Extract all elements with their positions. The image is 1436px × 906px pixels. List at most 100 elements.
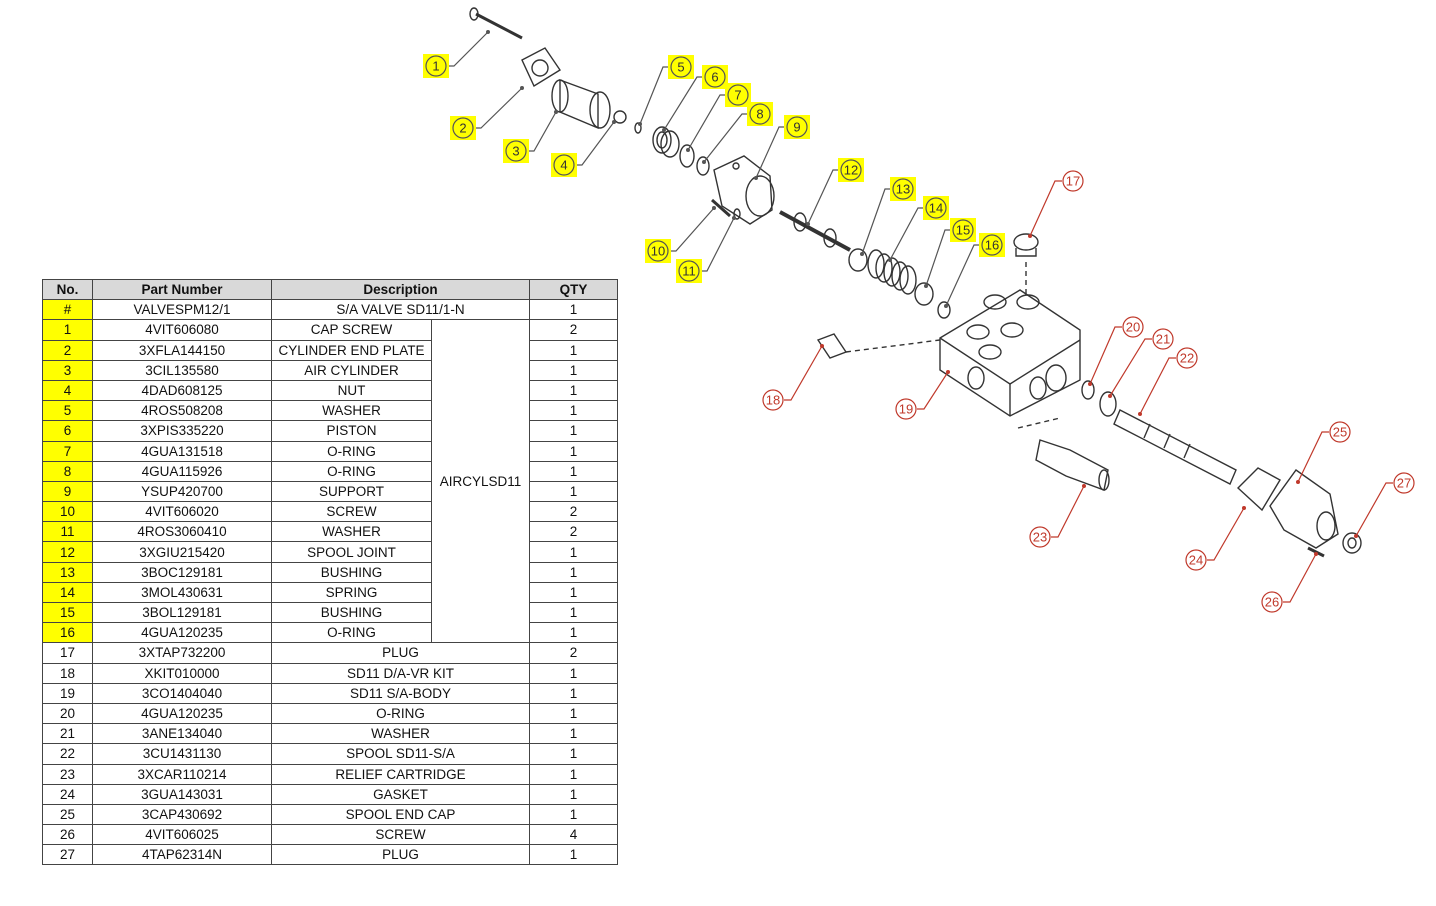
callout-leader-line <box>1297 431 1329 483</box>
callout-arrowhead <box>732 216 736 220</box>
callout-highlight <box>950 218 976 242</box>
callout-circle <box>1185 549 1207 571</box>
description: SUPPORT <box>271 480 432 503</box>
part-cap-screw <box>469 7 523 40</box>
callout-label: 17 <box>1066 174 1080 189</box>
quantity: 1 <box>529 339 619 361</box>
callout-circle <box>1261 591 1283 613</box>
callout-highlight <box>668 55 694 79</box>
callout-circle <box>727 84 749 106</box>
callout-circle <box>895 398 917 420</box>
quantity: 2 <box>529 642 619 664</box>
quantity: 1 <box>529 662 619 684</box>
callout-circle <box>892 178 914 200</box>
part-number: 3CO1404040 <box>92 682 272 704</box>
callout-highlight <box>551 153 577 177</box>
part-valve-body <box>939 289 1081 429</box>
part-number: YSUP420700 <box>92 480 272 503</box>
callout-circle <box>786 116 808 138</box>
callout-circle <box>505 140 527 162</box>
callout-circle <box>647 240 669 262</box>
description: O-RING <box>271 622 432 644</box>
row-number: 1 <box>42 319 93 341</box>
row-number: 26 <box>42 824 93 846</box>
part-number: 4VIT606080 <box>92 319 272 341</box>
callout-18: 18 <box>762 344 824 411</box>
callout-20: 20 <box>1088 316 1144 386</box>
callout-arrowhead <box>702 160 706 164</box>
row-number: 13 <box>42 561 93 583</box>
callout-circle <box>840 159 862 181</box>
callout-circle <box>553 154 575 176</box>
callout-label: 20 <box>1126 320 1140 335</box>
row-number: 18 <box>42 662 93 684</box>
callout-label: 11 <box>682 264 696 279</box>
callout-circle <box>1062 170 1084 192</box>
callout-26: 26 <box>1261 552 1318 613</box>
header-description: Description <box>270 278 531 301</box>
callout-label: 9 <box>793 120 800 135</box>
row-number: 2 <box>42 339 93 361</box>
quantity: 1 <box>529 400 619 422</box>
part-number: 4ROS3060410 <box>92 521 272 543</box>
callout-arrowhead <box>820 344 824 348</box>
callout-leader-line <box>663 76 704 131</box>
callout-8: 8 <box>702 102 773 164</box>
row-number: 22 <box>42 743 93 765</box>
row-number: 27 <box>42 844 93 866</box>
row-number: 4 <box>42 379 93 402</box>
header-no: No. <box>42 278 93 301</box>
quantity: 1 <box>529 460 619 482</box>
description: SD11 D/A-VR KIT <box>270 662 531 684</box>
description: NUT <box>271 379 432 402</box>
callout-circle <box>425 55 447 77</box>
callout-highlight <box>676 259 702 283</box>
description: O-RING <box>271 460 432 482</box>
callout-group: 1234567891011121314151617181920212223242… <box>423 30 1415 613</box>
callout-3: 3 <box>503 110 558 163</box>
row-number: 6 <box>42 420 93 442</box>
callout-27: 27 <box>1354 472 1415 538</box>
row-number: 20 <box>42 702 93 725</box>
row-number: 7 <box>42 440 93 462</box>
callout-arrowhead <box>1242 506 1246 510</box>
callout-label: 8 <box>756 107 763 122</box>
callout-9: 9 <box>754 115 810 180</box>
callout-arrowhead <box>1138 412 1142 416</box>
description: PLUG <box>270 844 531 866</box>
callout-label: 16 <box>985 238 999 253</box>
callout-label: 12 <box>844 163 858 178</box>
callout-arrowhead <box>806 222 810 226</box>
callout-leader-line <box>1029 180 1062 237</box>
callout-label: 19 <box>899 402 913 417</box>
row-number: 5 <box>42 400 93 422</box>
part-number: 4GUA131518 <box>92 440 272 462</box>
callout-arrowhead <box>924 284 928 288</box>
callout-highlight <box>423 54 449 78</box>
row-number: 19 <box>42 682 93 704</box>
callout-19: 19 <box>895 370 950 420</box>
part-bushing-15 <box>914 282 934 306</box>
callout-arrowhead <box>612 120 616 124</box>
part-o-ring-7 <box>679 144 695 168</box>
callout-leader-line <box>687 94 727 151</box>
callout-arrowhead <box>486 30 490 34</box>
callout-leader-line <box>917 371 949 410</box>
description: SD11 S/A-BODY <box>270 682 531 704</box>
quantity: 1 <box>529 420 619 442</box>
part-number: 3XCAR110214 <box>92 763 272 785</box>
table-header-row: No. Part Number Description QTY <box>42 278 619 301</box>
part-number: 3CIL135580 <box>92 359 272 381</box>
part-number: 3XPIS335220 <box>92 420 272 442</box>
callout-25: 25 <box>1296 421 1351 484</box>
callout-highlight <box>450 116 476 140</box>
